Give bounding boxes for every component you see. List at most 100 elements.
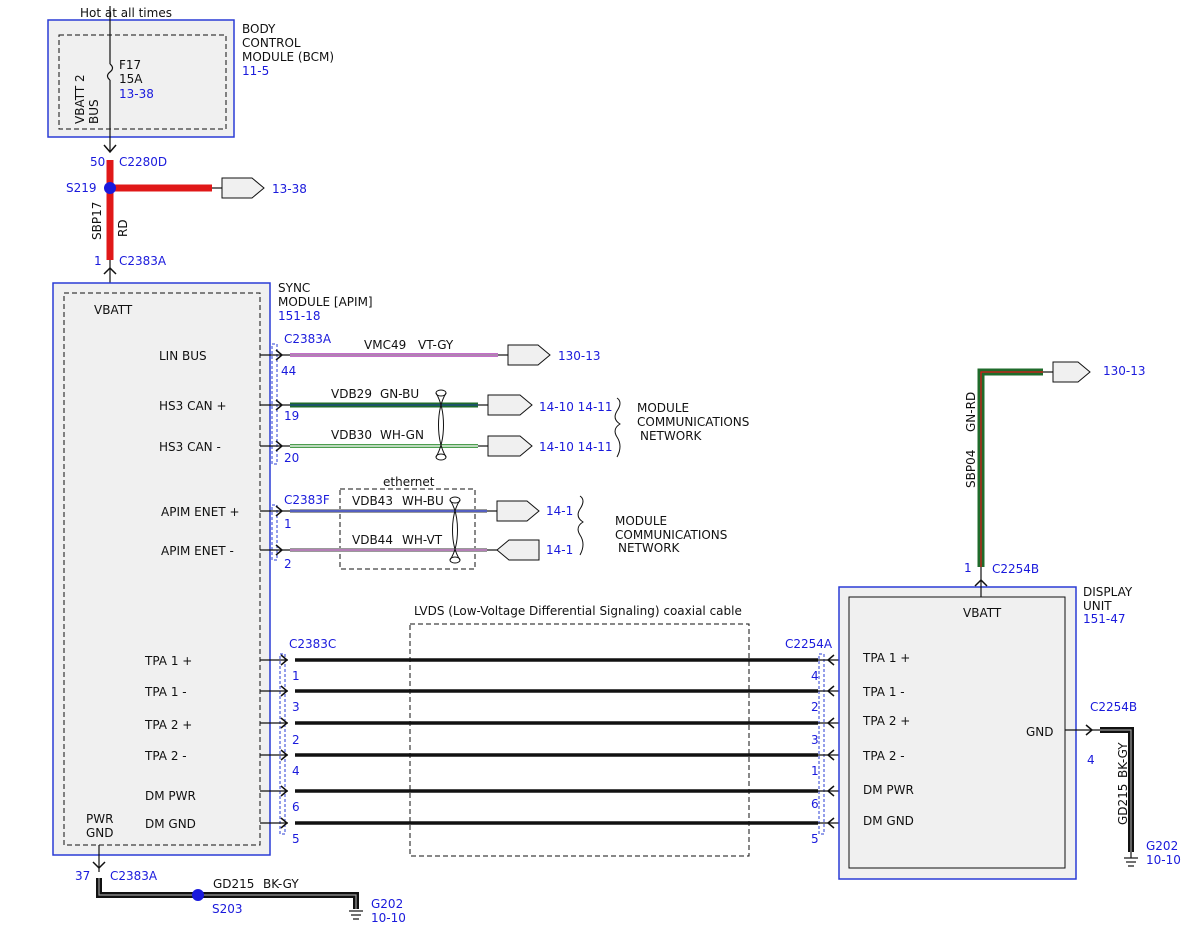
display-vbatt-pin: 1 bbox=[964, 561, 972, 575]
twisted-pair-icon bbox=[435, 392, 447, 458]
apim-pin-tpa2-plus: TPA 2 + bbox=[144, 718, 192, 732]
fuse-icon bbox=[106, 63, 114, 81]
lvds-apim-connector: C2383C bbox=[289, 637, 336, 651]
display-name-line-2: UNIT bbox=[1083, 599, 1112, 613]
c2383a-connector-outline bbox=[271, 343, 278, 465]
ethernet-label: ethernet bbox=[383, 475, 435, 489]
apim-pin-lin-bus: LIN BUS bbox=[159, 349, 207, 363]
apim-gnd-pin: 37 bbox=[75, 869, 90, 883]
connector-arrow-icon bbox=[826, 685, 835, 697]
can-plus-ref: 14-10 14-11 bbox=[539, 400, 613, 414]
apim-ground-ref: 10-10 bbox=[371, 911, 406, 925]
lvds-apim-pin: 3 bbox=[292, 700, 300, 714]
connector-arrow-icon bbox=[280, 717, 289, 729]
splice-icon bbox=[104, 182, 116, 194]
ground-icon bbox=[349, 910, 363, 920]
lvds-display-pin: 2 bbox=[811, 700, 819, 714]
connector-arrow-icon bbox=[92, 861, 106, 870]
sbp04-ref: 130-13 bbox=[1103, 364, 1146, 378]
sbp17-circuit: SBP17 bbox=[90, 202, 104, 240]
apim-pin-tpa1-minus: TPA 1 - bbox=[144, 685, 187, 699]
apim-pin-tpa2-minus: TPA 2 - bbox=[144, 749, 187, 763]
bcm-name-line-1: BODY bbox=[242, 22, 276, 36]
lin-pin: 44 bbox=[281, 364, 296, 378]
can-plus-color: GN-BU bbox=[380, 387, 419, 401]
display-pin-tpa1-plus: TPA 1 + bbox=[862, 651, 910, 665]
connector-arrow-icon bbox=[826, 717, 835, 729]
page-reference-flag-icon bbox=[507, 344, 551, 366]
display-name-line-1: DISPLAY bbox=[1083, 585, 1133, 599]
network-b-line-2: COMMUNICATIONS bbox=[615, 528, 727, 542]
connector-arrow-icon bbox=[826, 654, 835, 666]
enet-plus-circuit: VDB43 bbox=[352, 494, 393, 508]
display-ref: 151-47 bbox=[1083, 612, 1126, 626]
sbp04-circuit: SBP04 bbox=[964, 450, 978, 488]
apim-pin-dm-pwr: DM PWR bbox=[145, 789, 196, 803]
connector-arrow-icon bbox=[826, 785, 835, 797]
enet-plus-pin: 1 bbox=[284, 517, 292, 531]
lvds-display-pin: 1 bbox=[811, 764, 819, 778]
fuse-rating: 15A bbox=[119, 72, 143, 86]
connector-arrow-icon bbox=[280, 685, 289, 697]
display-internal-box bbox=[848, 596, 1066, 869]
page-reference-flag-icon bbox=[496, 500, 540, 522]
lvds-apim-pin: 4 bbox=[292, 764, 300, 778]
apim-module-box bbox=[52, 282, 271, 856]
bus-line: BUS bbox=[87, 99, 101, 124]
display-gnd-connector: C2254B bbox=[1090, 700, 1137, 714]
apim-pin-dm-gnd: DM GND bbox=[145, 817, 196, 831]
apim-vbatt-pin: 1 bbox=[94, 254, 102, 268]
apim-pin-hs3-can-minus: HS3 CAN - bbox=[159, 440, 221, 454]
lvds-display-pin: 5 bbox=[811, 832, 819, 846]
s219-branch-ref: 13-38 bbox=[272, 182, 307, 196]
apim-pin-hs3-can-plus: HS3 CAN + bbox=[159, 399, 227, 413]
connector-arrow-icon bbox=[280, 817, 289, 829]
ethernet-box bbox=[339, 488, 476, 570]
display-pin-tpa2-plus: TPA 2 + bbox=[862, 714, 910, 728]
ground-icon bbox=[1124, 857, 1138, 867]
display-ground-name: G202 bbox=[1146, 839, 1178, 853]
lin-circuit: VMC49 bbox=[364, 338, 406, 352]
display-unit-box bbox=[838, 586, 1077, 880]
lvds-label: LVDS (Low-Voltage Differential Signaling… bbox=[414, 604, 742, 618]
apim-ground-name: G202 bbox=[371, 897, 403, 911]
sbp17-color: RD bbox=[116, 219, 130, 237]
fuse-ref: 13-38 bbox=[119, 87, 154, 101]
network-b-line-3: NETWORK bbox=[618, 541, 681, 555]
connector-arrow-icon bbox=[826, 817, 835, 829]
display-pin-dm-pwr: DM PWR bbox=[863, 783, 914, 797]
enet-minus-circuit: VDB44 bbox=[352, 533, 393, 547]
connector-arrow-icon bbox=[826, 749, 835, 761]
enet-plus-ref: 14-1 bbox=[546, 504, 573, 518]
connector-arrow-icon bbox=[1085, 724, 1094, 736]
enet-plus-color: WH-BU bbox=[402, 494, 444, 508]
apim-name-line-1: SYNC bbox=[278, 281, 310, 295]
page-reference-flag-icon bbox=[487, 394, 533, 416]
splice-icon bbox=[192, 889, 204, 901]
apim-ref: 151-18 bbox=[278, 309, 321, 323]
bcm-ref: 11-5 bbox=[242, 64, 269, 78]
network-a-line-2: COMMUNICATIONS bbox=[637, 415, 749, 429]
network-a-line-1: MODULE bbox=[637, 401, 689, 415]
network-b-line-1: MODULE bbox=[615, 514, 667, 528]
display-pin-tpa2-minus: TPA 2 - bbox=[862, 749, 905, 763]
apim-vbatt-label: VBATT bbox=[94, 303, 133, 317]
apim-pwr-label: PWR bbox=[86, 812, 113, 826]
display-vbatt-connector: C2254B bbox=[992, 562, 1039, 576]
page-reference-flag-icon bbox=[496, 539, 540, 561]
connector-arrow-icon bbox=[280, 749, 289, 761]
lvds-apim-pin: 5 bbox=[292, 832, 300, 846]
lvds-display-pin: 6 bbox=[811, 797, 819, 811]
display-vbatt-label: VBATT bbox=[963, 606, 1002, 620]
page-reference-flag-icon bbox=[1052, 361, 1091, 383]
apim-pin-tpa1-plus: TPA 1 + bbox=[144, 654, 192, 668]
lvds-display-connector: C2254A bbox=[785, 637, 833, 651]
connector-arrow-icon bbox=[275, 349, 284, 361]
display-gnd-label: GND bbox=[1026, 725, 1054, 739]
display-gnd-pin: 4 bbox=[1087, 753, 1095, 767]
bcm-internal-box bbox=[58, 34, 227, 130]
enet-minus-ref: 14-1 bbox=[546, 543, 573, 557]
bcm-connector: C2280D bbox=[119, 155, 167, 169]
ethernet-connector: C2383F bbox=[284, 493, 330, 507]
